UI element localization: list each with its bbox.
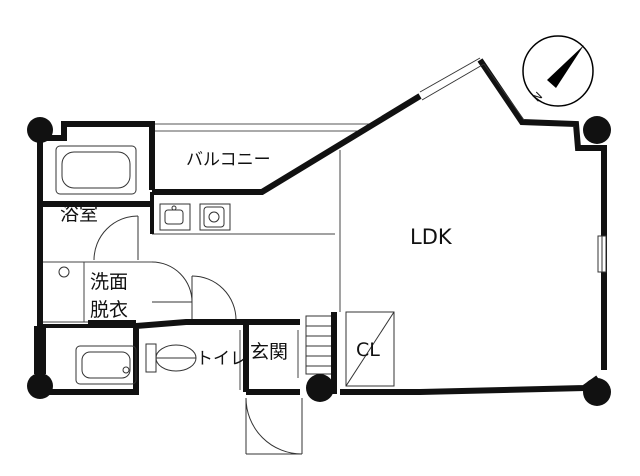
room-label-entrance: 玄関 [250, 341, 288, 363]
room-label-washroom-line2: 脱衣 [90, 299, 128, 321]
balcony-outline [152, 123, 370, 132]
compass-north-arrow-icon [547, 45, 584, 88]
room-label-washroom-line1: 洗面 [90, 271, 128, 293]
kitchen-stove-icon [199, 203, 231, 231]
closet [345, 311, 395, 387]
door-swings [93, 215, 303, 455]
columns [27, 116, 611, 406]
toilet-icon [145, 343, 197, 373]
window-angled [419, 57, 525, 121]
thin-partitions [40, 150, 341, 390]
entrance-step [305, 315, 335, 375]
room-label-ldk: LDK [410, 225, 453, 249]
bath-sink-icon [75, 345, 137, 385]
bathtub-icon [55, 145, 137, 195]
window-right [597, 235, 607, 273]
room-label-balcony: バルコニー [186, 150, 271, 170]
room-label-closet: CL [356, 339, 380, 361]
interior-walls [40, 192, 154, 328]
washroom-basin-icon [58, 266, 70, 278]
room-label-toilet: トイレ [196, 349, 247, 369]
room-label-bath: 浴室 [60, 203, 98, 225]
kitchen-sink-icon [159, 203, 191, 231]
walls [37, 58, 607, 395]
compass: N [522, 35, 594, 107]
